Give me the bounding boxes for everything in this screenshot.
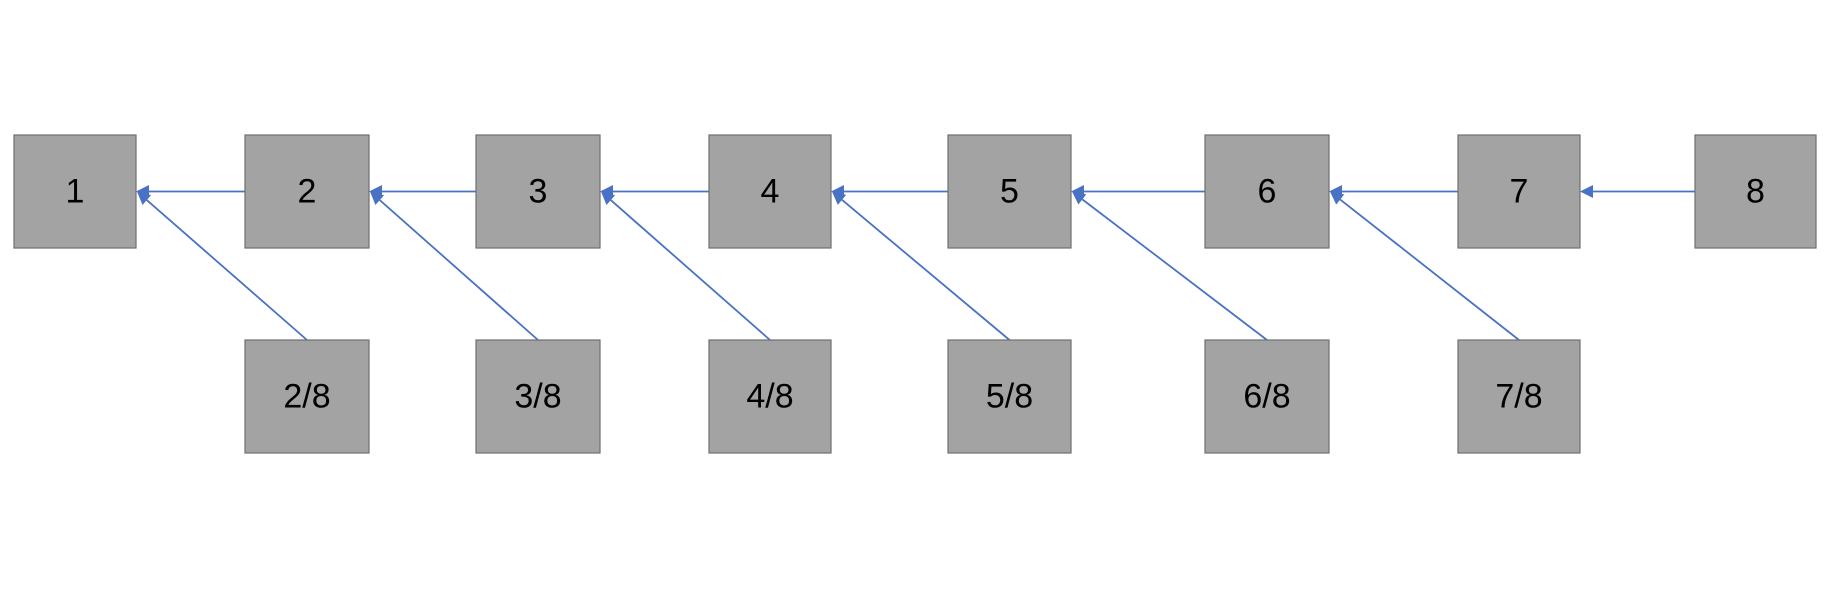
node-7-8-box [1457,339,1581,454]
node-4-box [708,134,832,249]
edge-f3-to-n2 [370,191,539,341]
node-7-box [1457,134,1581,249]
node-2-8-box [244,339,370,454]
edge-f2-to-n1 [137,191,308,341]
node-3-8-box [475,339,601,454]
node-6: 6 [1204,134,1330,249]
edge-f7-to-n6-line [1339,198,1520,341]
node-5-8-label: 5/8 [986,378,1033,416]
edge-f5-to-n4-arrowhead [832,191,847,205]
edge-f5-to-n4 [832,191,1011,341]
edge-f7-to-n6 [1330,191,1520,341]
node-7: 7 [1457,134,1581,249]
node-7-8-label: 7/8 [1495,378,1542,416]
node-2-8: 2/8 [244,339,370,454]
node-4-8-box [708,339,832,454]
node-3: 3 [475,134,601,249]
node-4-8: 4/8 [708,339,832,454]
node-6-8-label: 6/8 [1243,378,1290,416]
edge-f2-to-n1-arrowhead [137,191,152,205]
node-5-label: 5 [1000,173,1019,211]
node-3-8-label: 3/8 [514,378,561,416]
edge-f3-to-n2-arrowhead [370,191,385,205]
node-1: 1 [13,134,137,249]
nodes-layer: 1 2 3 4 5 6 7 8 [13,134,1817,454]
edge-f6-to-n5 [1072,191,1268,341]
node-4-label: 4 [761,173,780,211]
node-7-label: 7 [1510,173,1529,211]
node-5: 5 [947,134,1072,249]
node-6-label: 6 [1258,173,1277,211]
node-5-box [947,134,1072,249]
node-6-box [1204,134,1330,249]
node-2: 2 [244,134,370,249]
node-8-box [1694,134,1817,249]
node-8-label: 8 [1746,173,1765,211]
node-8: 8 [1694,134,1817,249]
node-3-box [475,134,601,249]
edge-f5-to-n4-line [841,199,1011,341]
node-1-box [13,134,137,249]
node-4: 4 [708,134,832,249]
node-2-box [244,134,370,249]
node-3-label: 3 [529,173,548,211]
edge-n8-to-n7 [1580,185,1695,198]
edge-f4-to-n3 [601,191,771,341]
edge-f2-to-n1-line [146,199,308,341]
node-6-8-box [1204,339,1330,454]
node-1-label: 1 [66,173,85,211]
node-5-8: 5/8 [947,339,1072,454]
edge-f7-to-n6-arrowhead [1330,191,1345,205]
node-7-8: 7/8 [1457,339,1581,454]
node-5-8-box [947,339,1072,454]
edge-f4-to-n3-line [610,199,771,341]
edge-f3-to-n2-line [379,199,539,341]
node-6-8: 6/8 [1204,339,1330,454]
edge-f6-to-n5-arrowhead [1072,191,1087,205]
node-3-8: 3/8 [475,339,601,454]
edge-n8-to-n7-arrowhead [1580,185,1593,198]
node-2-8-label: 2/8 [283,378,330,416]
edge-f6-to-n5-line [1081,198,1268,341]
node-2-label: 2 [298,173,317,211]
edge-f4-to-n3-arrowhead [601,191,616,205]
node-4-8-label: 4/8 [746,378,793,416]
edges-layer [136,185,1695,341]
